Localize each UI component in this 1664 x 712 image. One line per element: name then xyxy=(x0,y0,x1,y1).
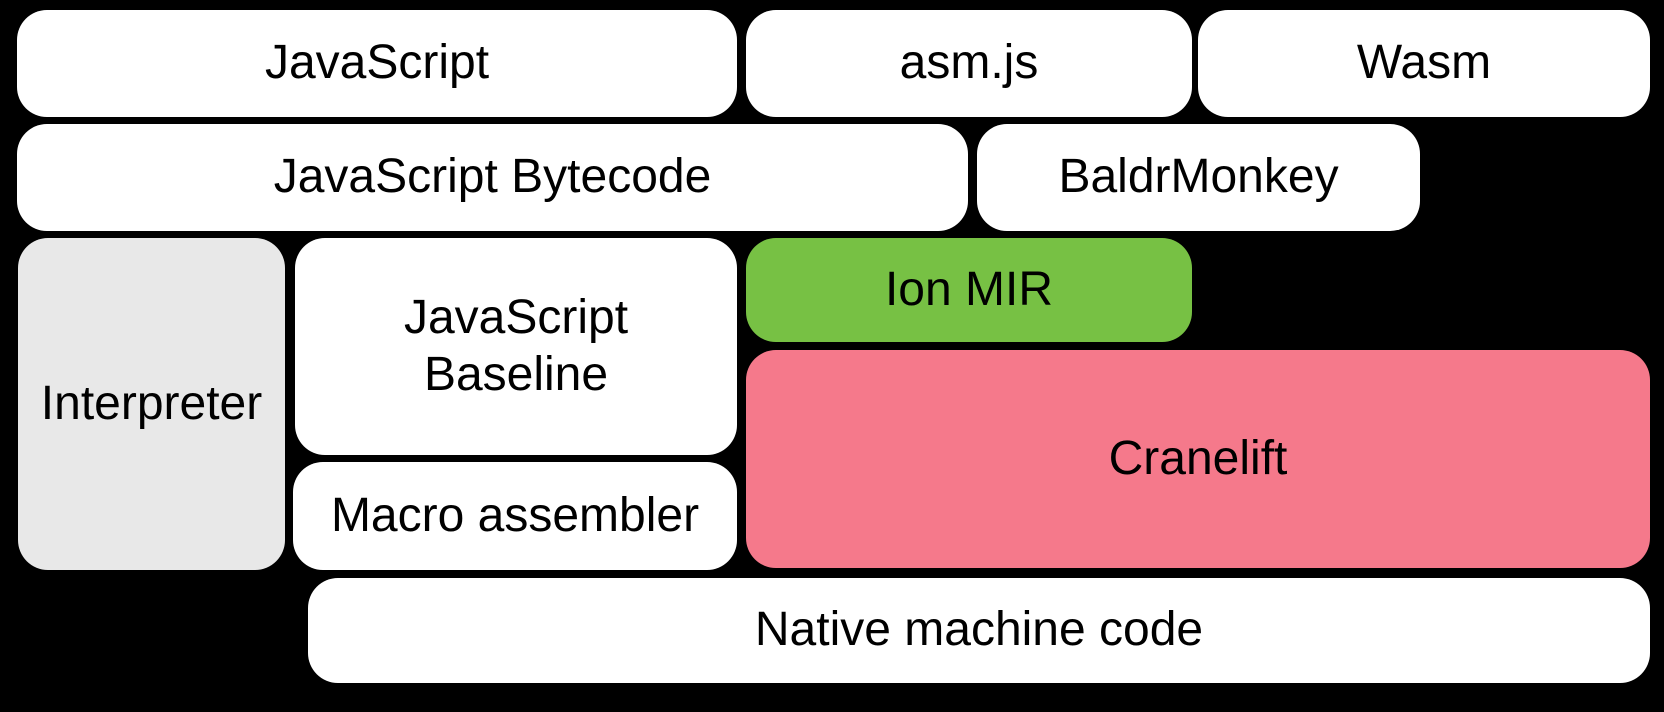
javascript-baseline-label-line1: JavaScript xyxy=(403,290,629,344)
javascript-label: JavaScript xyxy=(264,36,490,90)
ion-mir-label: Ion MIR xyxy=(884,262,1054,316)
interpreter-label: Interpreter xyxy=(40,376,263,430)
cranelift-label: Cranelift xyxy=(1108,431,1288,485)
wasm-label: Wasm xyxy=(1356,36,1492,90)
macro-assembler-label: Macro assembler xyxy=(330,488,700,542)
wasm-box: Wasm xyxy=(1198,10,1650,117)
javascript-baseline-label-line2: Baseline xyxy=(423,347,609,401)
asmjs-box: asm.js xyxy=(746,10,1192,117)
interpreter-box: Interpreter xyxy=(18,238,285,570)
native-machine-code-box: Native machine code xyxy=(308,578,1650,683)
ion-mir-box: Ion MIR xyxy=(746,238,1192,342)
javascript-baseline-box: JavaScript Baseline xyxy=(295,238,737,455)
javascript-bytecode-box: JavaScript Bytecode xyxy=(17,124,968,231)
baldrmonkey-box: BaldrMonkey xyxy=(977,124,1420,231)
baldrmonkey-label: BaldrMonkey xyxy=(1058,150,1339,204)
cranelift-box: Cranelift xyxy=(746,350,1650,568)
javascript-box: JavaScript xyxy=(17,10,737,117)
macro-assembler-box: Macro assembler xyxy=(293,462,737,570)
native-machine-code-label: Native machine code xyxy=(754,603,1204,657)
javascript-bytecode-label: JavaScript Bytecode xyxy=(273,150,712,204)
asmjs-label: asm.js xyxy=(899,36,1039,90)
